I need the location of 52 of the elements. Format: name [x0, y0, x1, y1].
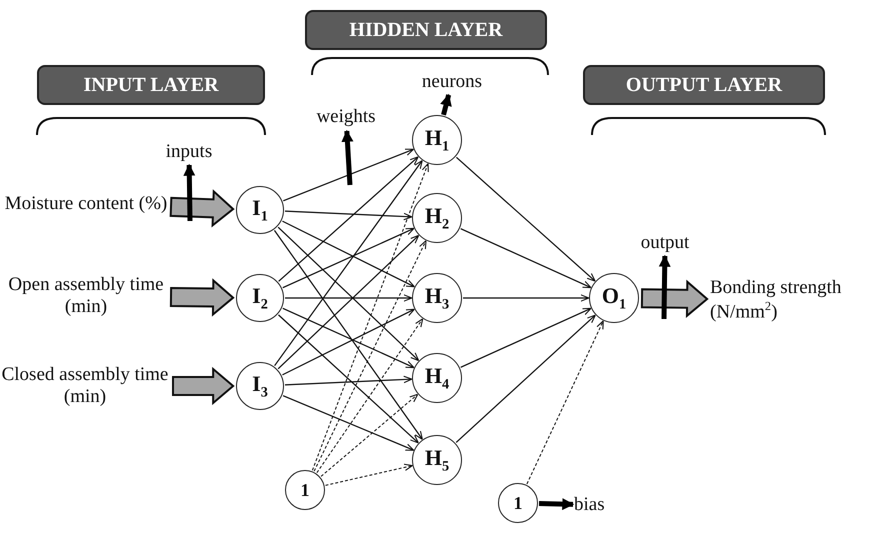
arrow — [460, 228, 592, 288]
arrow — [278, 156, 419, 282]
neuron-circle: O$_{1}$ — [589, 273, 639, 323]
neuron-circle: 1 — [498, 483, 538, 523]
arrow — [526, 320, 604, 484]
text-label: bias — [574, 493, 622, 517]
block-arrow — [640, 280, 709, 318]
arrow — [320, 394, 418, 477]
arrow — [283, 148, 414, 202]
arrow — [284, 210, 412, 220]
arrow — [274, 230, 423, 440]
text-label: Closed assembly time (min) — [0, 362, 170, 410]
text-label: inputs — [156, 140, 222, 164]
arrow — [285, 294, 412, 302]
layer-banner: OUTPUT LAYER — [583, 65, 825, 105]
arrow — [456, 314, 596, 443]
pointer-arrow — [658, 254, 671, 320]
text-label: Bonding strength (N/mm$^{2}$) — [710, 276, 878, 324]
block-arrow — [170, 189, 235, 228]
block-arrow — [172, 366, 235, 406]
neuron-circle: H$_{5}$ — [412, 435, 462, 485]
arrow — [314, 240, 427, 472]
arrow — [463, 294, 590, 302]
neuron-circle: H$_{4}$ — [412, 353, 462, 403]
arrow — [456, 156, 596, 282]
neuron-circle: 1 — [285, 470, 325, 510]
arrow — [316, 318, 424, 474]
block-arrow — [170, 278, 235, 317]
text-label: output — [632, 231, 698, 255]
pointer-arrow — [440, 94, 452, 116]
arrow — [274, 160, 423, 366]
arrow — [460, 308, 592, 368]
layer-banner: INPUT LAYER — [37, 65, 265, 105]
arrow — [324, 464, 413, 486]
pointer-arrow — [183, 164, 196, 222]
pointer-arrow — [538, 498, 574, 510]
neuron-circle: H$_{1}$ — [412, 115, 462, 165]
text-label: Open assembly time (min) — [4, 272, 168, 320]
layer-banner: HIDDEN LAYER — [305, 10, 547, 50]
text-label: weights — [304, 104, 388, 130]
arrow — [284, 376, 412, 386]
neuron-circle: H$_{2}$ — [412, 193, 462, 243]
neuron-circle: H$_{3}$ — [412, 273, 462, 323]
neuron-circle: I$_{2}$ — [236, 274, 284, 322]
neuron-circle: I$_{3}$ — [236, 362, 284, 410]
arrow — [312, 163, 429, 471]
neuron-circle: I$_{1}$ — [236, 186, 284, 234]
text-label: Moisture content (%) — [4, 180, 168, 228]
arrow — [282, 395, 414, 451]
arrow — [278, 314, 419, 444]
pointer-arrow — [341, 130, 354, 186]
text-label: neurons — [410, 70, 494, 94]
